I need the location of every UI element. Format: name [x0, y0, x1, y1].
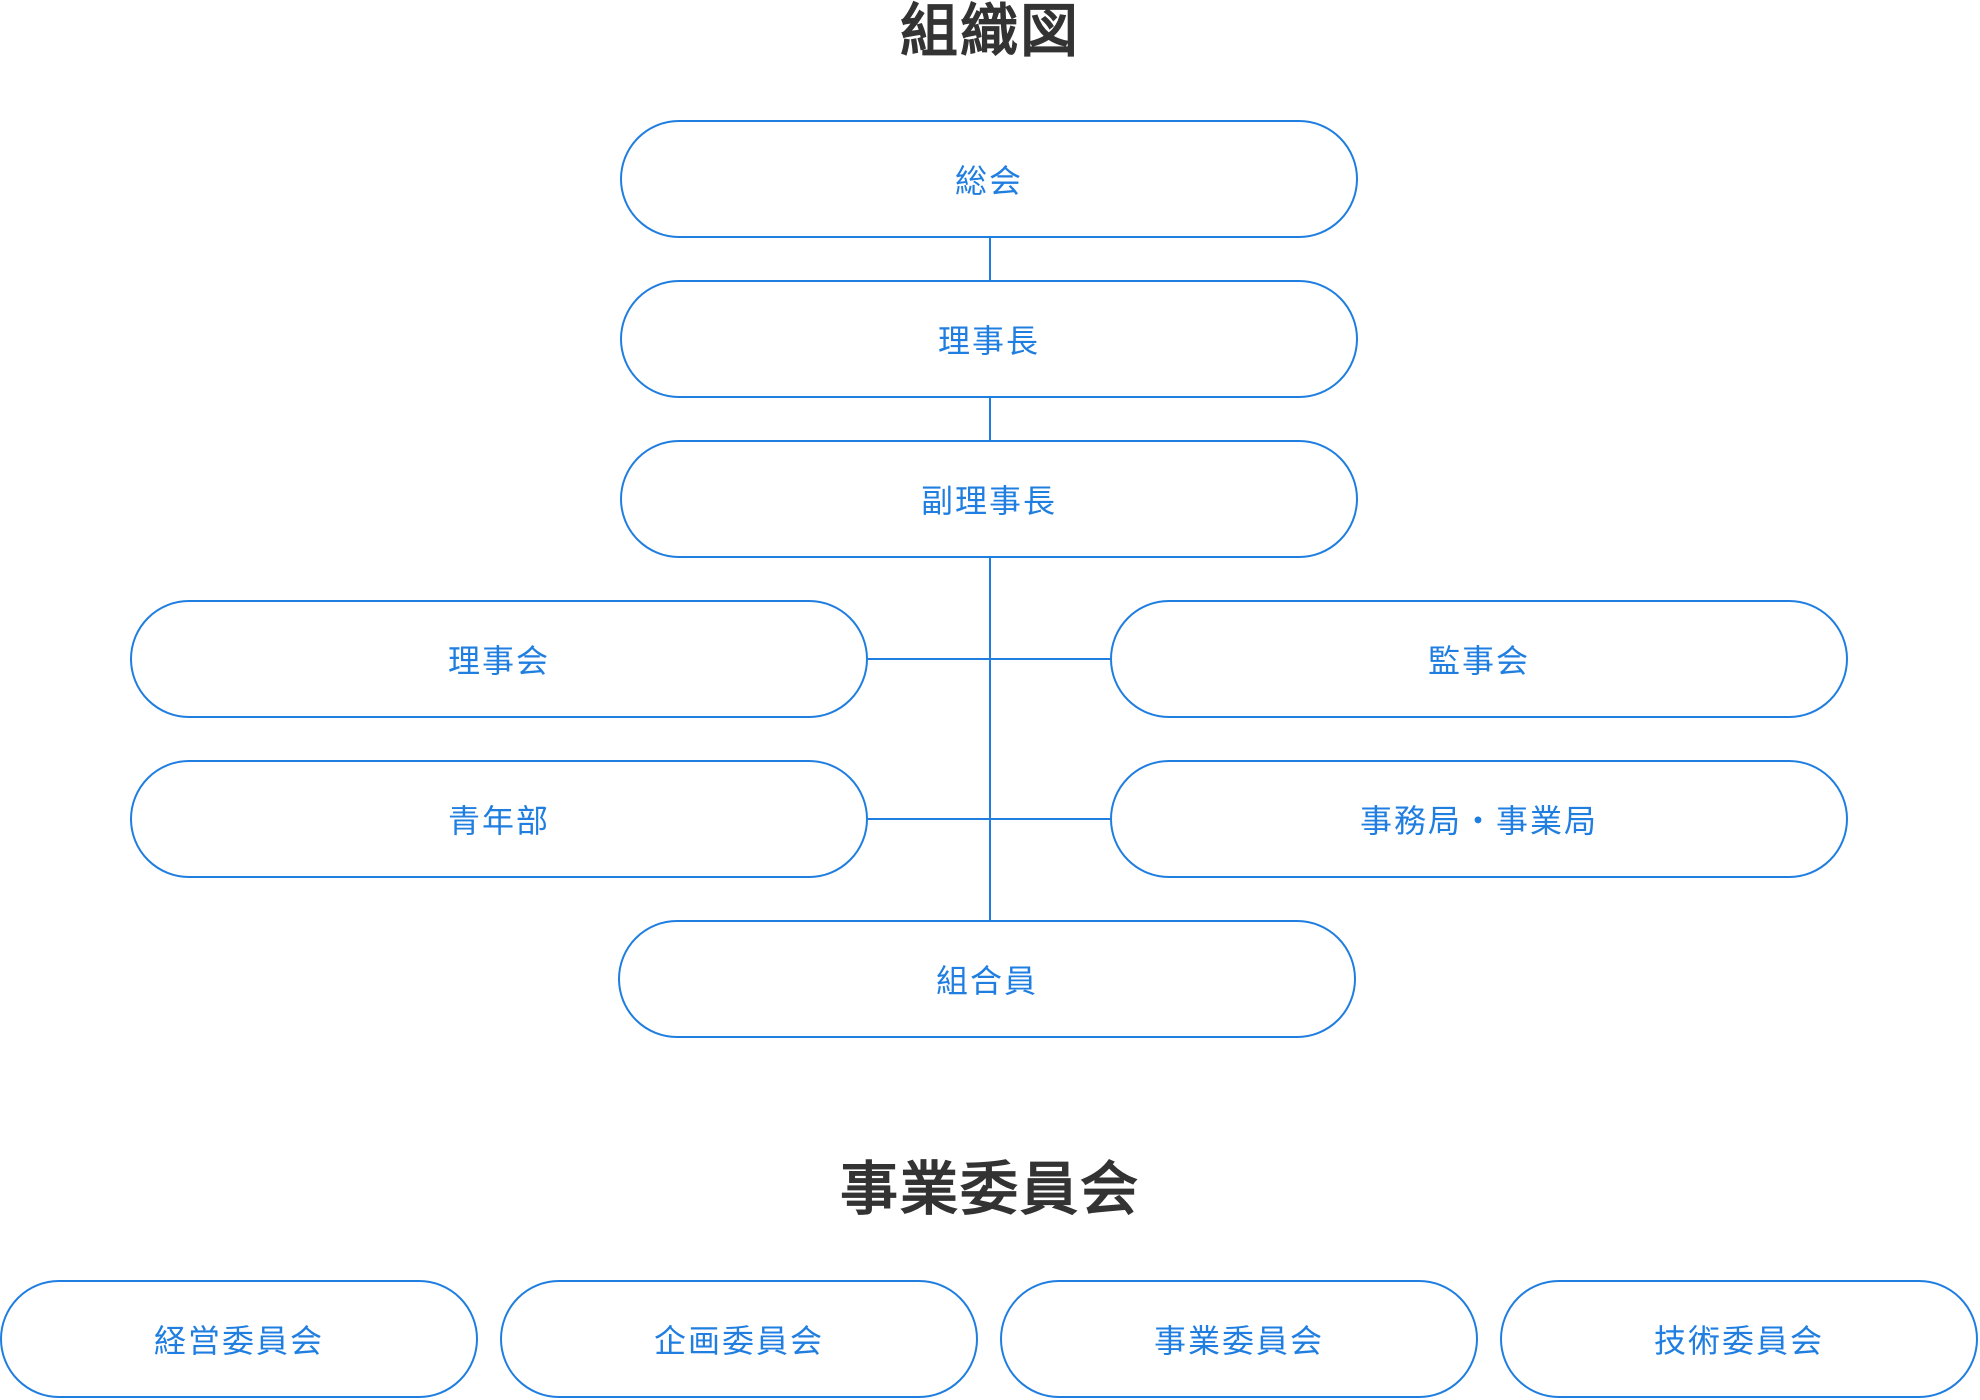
- node-seinenbu: 青年部: [130, 760, 868, 878]
- node-label: 監事会: [1427, 642, 1530, 680]
- node-fukurijichou: 副理事長: [620, 440, 1358, 558]
- committee-label: 企画委員会: [653, 1322, 824, 1360]
- node-label: 青年部: [447, 802, 550, 840]
- committee-label: 経営委員会: [153, 1322, 324, 1360]
- committee-label: 事業委員会: [1153, 1322, 1324, 1360]
- committee-label: 技術委員会: [1653, 1322, 1824, 1360]
- org-chart-title: 組織図: [899, 0, 1080, 65]
- node-label: 総会: [954, 162, 1023, 200]
- node-rijikai: 理事会: [130, 600, 868, 718]
- node-label: 事務局・事業局: [1359, 802, 1598, 840]
- committee-gijutsu: 技術委員会: [1500, 1280, 1978, 1398]
- node-label: 副理事長: [920, 482, 1057, 520]
- node-rijichou: 理事長: [620, 280, 1358, 398]
- committee-kikaku: 企画委員会: [500, 1280, 978, 1398]
- node-jimukyoku: 事務局・事業局: [1110, 760, 1848, 878]
- node-label: 理事長: [937, 322, 1040, 360]
- committee-section-title: 事業委員会: [839, 1155, 1140, 1223]
- node-kumiaiin: 組合員: [618, 920, 1356, 1038]
- node-soukai: 総会: [620, 120, 1358, 238]
- node-label: 理事会: [447, 642, 550, 680]
- committee-jigyou: 事業委員会: [1000, 1280, 1478, 1398]
- node-label: 組合員: [935, 962, 1038, 1000]
- node-kanjikai: 監事会: [1110, 600, 1848, 718]
- committee-keiei: 経営委員会: [0, 1280, 478, 1398]
